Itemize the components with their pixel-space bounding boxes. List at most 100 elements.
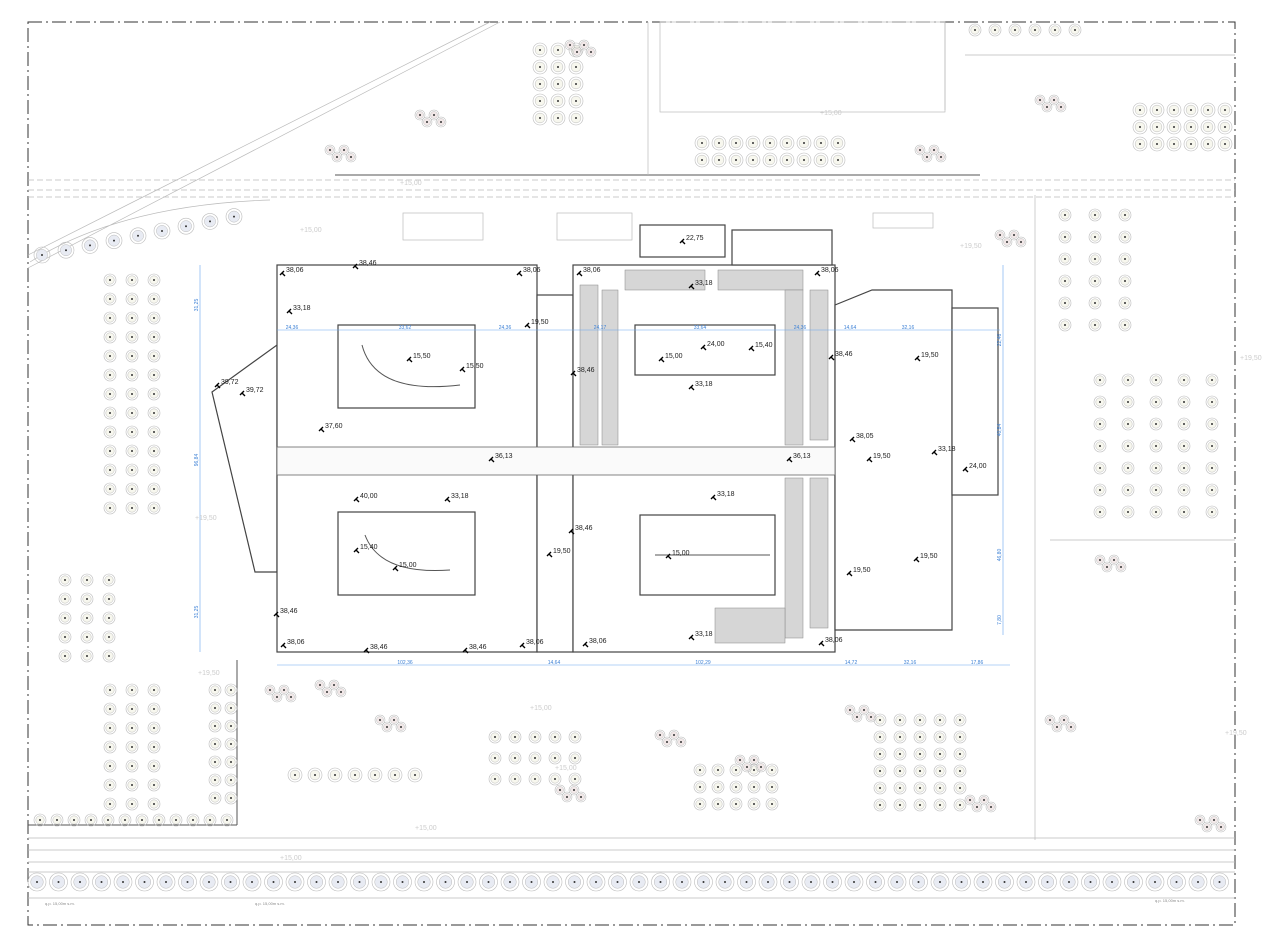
tree-icon: [586, 872, 606, 892]
tree-icon: [335, 686, 347, 698]
elevation-marker-icon: [524, 322, 531, 329]
tree-icon: [278, 684, 290, 696]
elevation-label: 19,50: [921, 352, 939, 359]
quote-label: q.p. 15,00m s.m.: [1155, 898, 1185, 903]
tree-icon: [208, 737, 222, 751]
elevation-marker-icon: [516, 270, 523, 277]
tree-icon: [125, 797, 139, 811]
tree-icon: [58, 630, 72, 644]
dimension-label: 96,84: [194, 454, 200, 467]
tree-icon: [1217, 136, 1233, 152]
elevation-marker-icon: [846, 570, 853, 577]
tree-icon: [865, 711, 877, 723]
tree-icon: [715, 872, 735, 892]
elevation-label: 38,46: [370, 644, 388, 651]
tree-icon: [873, 713, 887, 727]
tree-icon: [147, 721, 161, 735]
dimension-label: 33,62: [399, 325, 412, 331]
tree-icon: [125, 463, 139, 477]
tree-icon: [813, 152, 829, 168]
dimension-label: 32,16: [902, 325, 915, 331]
trees-and-parking: [27, 23, 1233, 892]
elevation-label: 38,06: [583, 267, 601, 274]
elevation-label: 38,46: [280, 608, 298, 615]
tree-icon: [147, 797, 161, 811]
tree-icon: [387, 767, 403, 783]
tree-icon: [550, 42, 566, 58]
tree-icon: [1149, 102, 1165, 118]
tree-icon: [729, 763, 743, 777]
tree-icon: [84, 813, 98, 827]
dimension-label: 24,17: [594, 325, 607, 331]
tree-icon: [548, 730, 562, 744]
tree-icon: [224, 773, 238, 787]
tree-icon: [571, 46, 583, 58]
tree-icon: [1167, 872, 1186, 892]
tree-icon: [532, 110, 548, 126]
tree-icon: [565, 872, 584, 892]
tree-icon: [629, 872, 649, 892]
elevation-marker-icon: [352, 263, 359, 270]
elevation-marker-icon: [914, 355, 921, 362]
dimension-label: 14,64: [548, 660, 561, 666]
tree-icon: [103, 683, 117, 697]
tree-icon: [568, 93, 584, 109]
tree-icon: [1183, 136, 1199, 152]
tree-icon: [654, 729, 666, 741]
tree-icon: [913, 798, 927, 812]
elevation-label: 38,06: [526, 639, 544, 646]
tree-icon: [1058, 230, 1072, 244]
tree-icon: [102, 630, 116, 644]
elevation-marker-icon: [406, 356, 413, 363]
tree-icon: [27, 872, 47, 892]
tree-icon: [1132, 102, 1148, 118]
tree-icon: [371, 872, 391, 892]
tree-icon: [953, 713, 967, 727]
tree-icon: [147, 501, 161, 515]
elevation-label: 33,18: [695, 280, 713, 287]
tree-icon: [796, 135, 812, 151]
tree-icon: [125, 387, 139, 401]
dimension-label: 7,80: [997, 615, 1003, 625]
tree-icon: [1102, 872, 1122, 892]
tree-icon: [80, 573, 94, 587]
tree-icon: [125, 778, 139, 792]
tree-icon: [741, 761, 753, 773]
tree-icon: [345, 151, 357, 163]
elevation-label: 19,50: [873, 453, 891, 460]
tree-icon: [1088, 318, 1102, 332]
tree-icon: [1015, 236, 1027, 248]
tree-icon: [147, 330, 161, 344]
tree-icon: [103, 759, 117, 773]
tree-icon: [1121, 483, 1135, 497]
tree-icon: [347, 767, 363, 783]
tree-icon: [208, 683, 222, 697]
tree-icon: [1058, 714, 1070, 726]
elevation-marker-icon: [679, 238, 686, 245]
tree-icon: [208, 791, 222, 805]
tree-icon: [147, 444, 161, 458]
elevation-label: 19,50: [920, 553, 938, 560]
elevation-label: 19,50: [531, 319, 549, 326]
elevation-marker-icon: [688, 283, 695, 290]
tree-icon: [328, 679, 340, 691]
tree-icon: [177, 217, 195, 235]
tree-icon: [765, 780, 779, 794]
tree-icon: [1058, 274, 1072, 288]
tree-icon: [550, 59, 566, 75]
tree-icon: [1121, 395, 1135, 409]
tree-icon: [532, 59, 548, 75]
tree-icon: [1166, 102, 1182, 118]
ground-level-label: +15,00: [300, 227, 322, 234]
elevation-marker-icon: [748, 345, 755, 352]
tree-icon: [1166, 119, 1182, 135]
elevation-label: 38,06: [287, 639, 305, 646]
tree-icon: [1121, 439, 1135, 453]
elevation-marker-icon: [700, 344, 707, 351]
elevation-marker-icon: [665, 553, 672, 560]
elevation-label: 37,60: [325, 423, 343, 430]
tree-icon: [287, 767, 303, 783]
tree-icon: [156, 872, 176, 892]
tree-icon: [1205, 505, 1219, 519]
tree-icon: [1048, 94, 1060, 106]
